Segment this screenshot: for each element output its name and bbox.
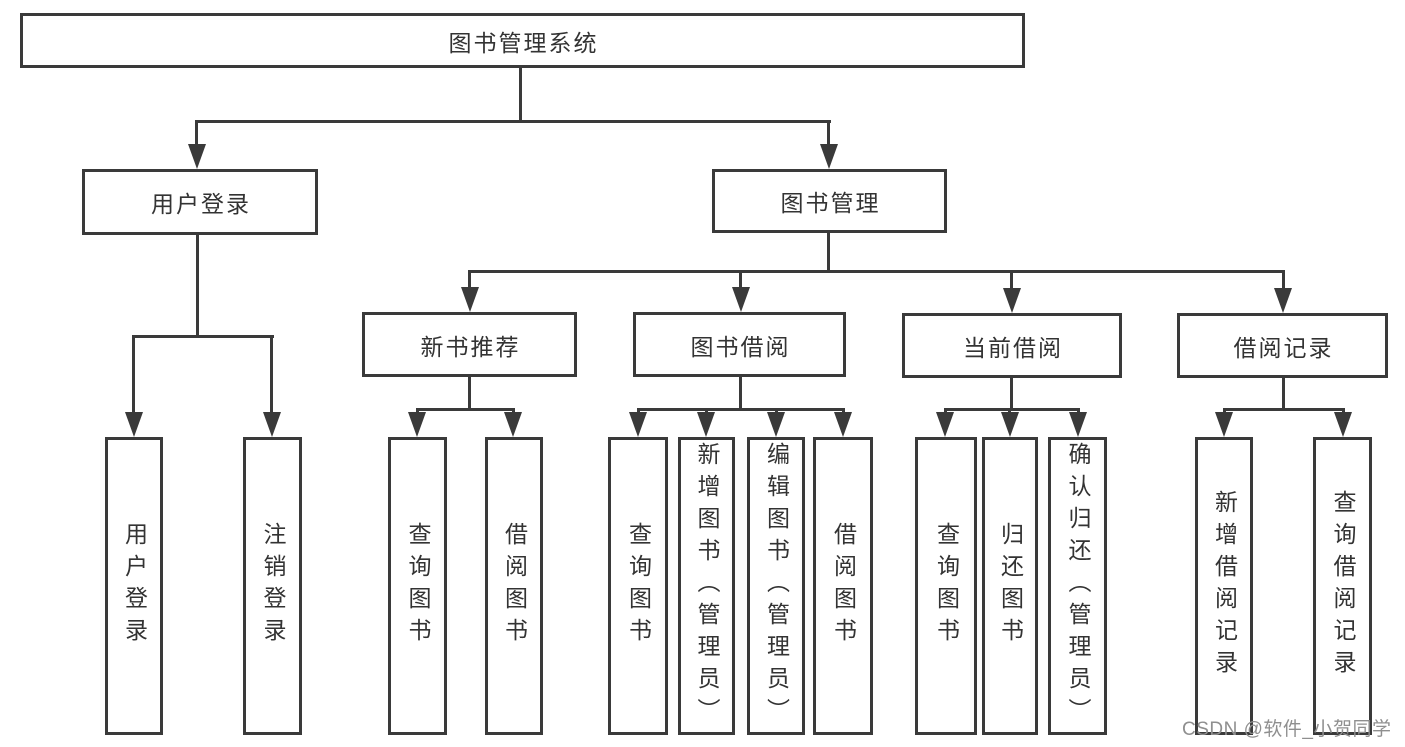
node-label: 新增图书（管理员） xyxy=(694,442,720,730)
connector-line xyxy=(195,120,198,148)
node-label: 图书管理系统 xyxy=(448,29,599,56)
connector-line xyxy=(944,408,1080,411)
connector-line xyxy=(739,375,742,411)
leaf-return-books: 归还图书 xyxy=(982,437,1038,735)
connector-line xyxy=(468,270,1285,273)
node-label: 确认归还（管理员） xyxy=(1065,442,1091,730)
arrow-down-icon xyxy=(1003,288,1021,313)
node-label: 借阅图书 xyxy=(501,522,528,650)
connector-line xyxy=(827,231,830,273)
arrow-down-icon xyxy=(936,412,954,437)
leaf-edit-books-admin: 编辑图书（管理员） xyxy=(747,437,805,735)
node-label: 借阅记录 xyxy=(1233,334,1334,361)
connector-line xyxy=(468,270,471,290)
connector-line xyxy=(1282,376,1285,411)
connector-line xyxy=(1010,376,1013,411)
node-label: 归还图书 xyxy=(997,522,1024,650)
leaf-logout: 注销登录 xyxy=(243,437,302,735)
arrow-down-icon xyxy=(732,287,750,312)
node-label: 用户登录 xyxy=(121,522,148,650)
node-label: 当前借阅 xyxy=(963,334,1063,361)
connector-line xyxy=(637,408,845,411)
node-label: 查询借阅记录 xyxy=(1330,490,1356,682)
connector-line xyxy=(196,120,831,123)
connector-line xyxy=(270,335,273,415)
leaf-confirm-return-admin: 确认归还（管理员） xyxy=(1048,437,1107,735)
leaf-query-books-borrowing: 查询图书 xyxy=(608,437,668,735)
arrow-down-icon xyxy=(125,412,143,437)
arrow-down-icon xyxy=(820,144,838,169)
node-book-management: 图书管理 xyxy=(712,169,947,233)
connector-line xyxy=(739,270,742,290)
node-label: 图书借阅 xyxy=(690,333,791,360)
arrow-down-icon xyxy=(629,412,647,437)
leaf-borrow-books-recommend: 借阅图书 xyxy=(485,437,543,735)
node-library-system: 图书管理系统 xyxy=(20,13,1025,68)
arrow-down-icon xyxy=(1069,412,1087,437)
node-label: 注销登录 xyxy=(260,522,286,650)
arrow-down-icon xyxy=(834,412,852,437)
leaf-borrow-books: 借阅图书 xyxy=(813,437,873,735)
arrow-down-icon xyxy=(408,412,426,437)
connector-line xyxy=(468,375,471,411)
node-label: 查询图书 xyxy=(933,522,960,650)
leaf-query-books-recommend: 查询图书 xyxy=(388,437,447,735)
arrow-down-icon xyxy=(767,412,785,437)
arrow-down-icon xyxy=(1215,412,1233,437)
arrow-down-icon xyxy=(263,412,281,437)
connector-line xyxy=(519,66,522,123)
arrow-down-icon xyxy=(1334,412,1352,437)
node-label: 查询图书 xyxy=(405,522,431,650)
node-label: 图书管理 xyxy=(780,190,881,216)
node-label: 查询图书 xyxy=(625,522,652,650)
connector-line xyxy=(132,335,135,415)
connector-line xyxy=(133,335,274,338)
leaf-add-books-admin: 新增图书（管理员） xyxy=(678,437,735,735)
connector-line xyxy=(416,408,515,411)
leaf-user-login: 用户登录 xyxy=(105,437,163,735)
node-label: 借阅图书 xyxy=(830,522,857,650)
arrow-down-icon xyxy=(1274,288,1292,313)
leaf-query-books-current: 查询图书 xyxy=(915,437,977,735)
arrow-down-icon xyxy=(504,412,522,437)
node-label: 编辑图书（管理员） xyxy=(763,442,790,730)
arrow-down-icon xyxy=(1001,412,1019,437)
node-label: 新书推荐 xyxy=(420,333,521,360)
watermark: CSDN @软件_小贺同学 xyxy=(1182,719,1392,740)
connector-line xyxy=(1282,270,1285,290)
node-user-login: 用户登录 xyxy=(82,169,318,235)
connector-line xyxy=(827,120,830,148)
node-book-borrowing: 图书借阅 xyxy=(633,312,846,377)
node-current-borrowing: 当前借阅 xyxy=(902,313,1122,378)
leaf-query-borrow-record: 查询借阅记录 xyxy=(1313,437,1372,735)
connector-line xyxy=(1223,408,1345,411)
node-borrowing-records: 借阅记录 xyxy=(1177,313,1388,378)
arrow-down-icon xyxy=(461,287,479,312)
node-label: 用户登录 xyxy=(151,191,251,217)
connector-line xyxy=(1010,270,1013,290)
arrow-down-icon xyxy=(188,144,206,169)
arrow-down-icon xyxy=(697,412,715,437)
connector-line xyxy=(196,233,199,338)
node-label: 新增借阅记录 xyxy=(1211,490,1238,682)
node-new-book-recommend: 新书推荐 xyxy=(362,312,577,377)
leaf-add-borrow-record: 新增借阅记录 xyxy=(1195,437,1253,735)
